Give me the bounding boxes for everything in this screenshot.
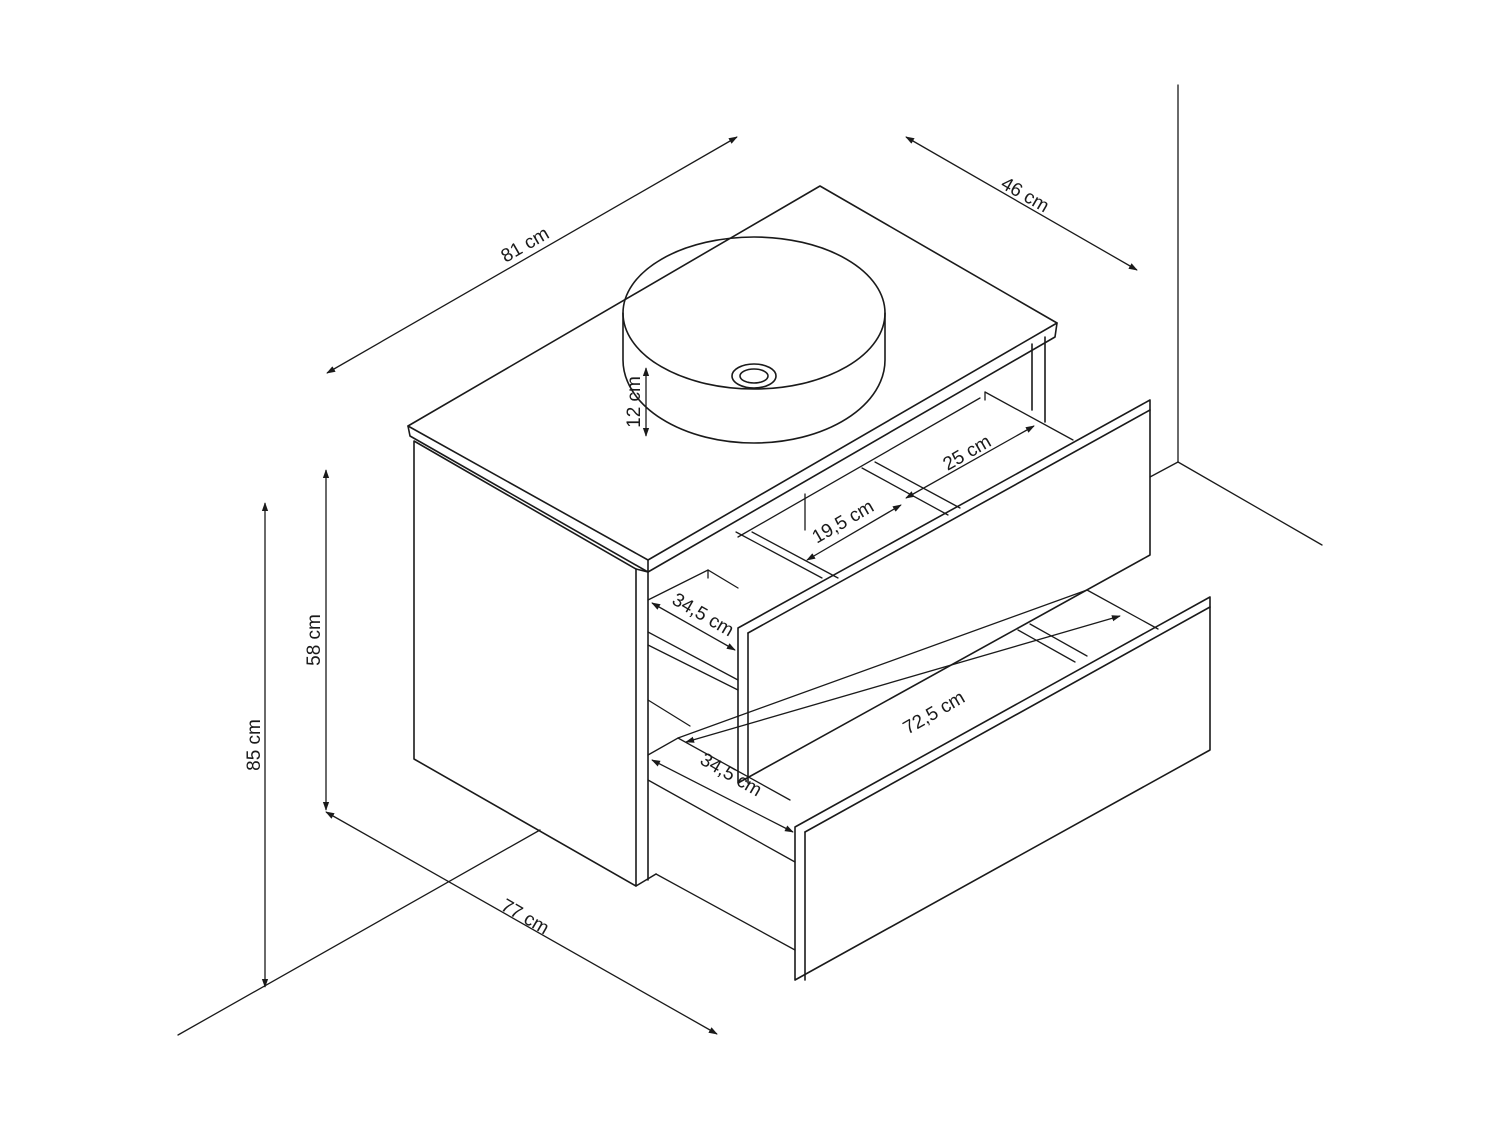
label-basin-height: 12 cm bbox=[624, 376, 645, 428]
label-width-base: 77 cm bbox=[497, 895, 552, 939]
dim-line-width-top bbox=[326, 136, 738, 374]
label-width-top: 81 cm bbox=[498, 223, 553, 267]
label-height-total: 85 cm bbox=[244, 719, 265, 771]
label-depth: 46 cm bbox=[997, 173, 1052, 217]
dim-line-width-base bbox=[325, 811, 718, 1035]
cabinet-body bbox=[413, 336, 1046, 887]
label-drawer-depth-lower: 34,5 cm bbox=[696, 749, 765, 801]
label-height-cabinet: 58 cm bbox=[304, 614, 325, 666]
dim-line-compartment-a bbox=[806, 504, 902, 561]
floor-line bbox=[177, 829, 541, 1036]
label-compartment-a: 19,5 cm bbox=[809, 496, 878, 548]
dim-line-drawer-depth-lower bbox=[651, 759, 794, 833]
label-drawer-depth-upper: 34,5 cm bbox=[668, 589, 737, 641]
dim-line-compartment-b bbox=[905, 425, 1035, 499]
dim-line-drawer-inner-width bbox=[685, 615, 1121, 743]
wall-corner bbox=[1149, 84, 1323, 546]
dim-line-depth bbox=[905, 136, 1138, 271]
basin bbox=[622, 236, 886, 444]
label-compartment-b: 25 cm bbox=[940, 431, 995, 475]
label-drawer-inner-width: 72,5 cm bbox=[900, 687, 969, 739]
upper-drawer bbox=[647, 391, 1151, 784]
